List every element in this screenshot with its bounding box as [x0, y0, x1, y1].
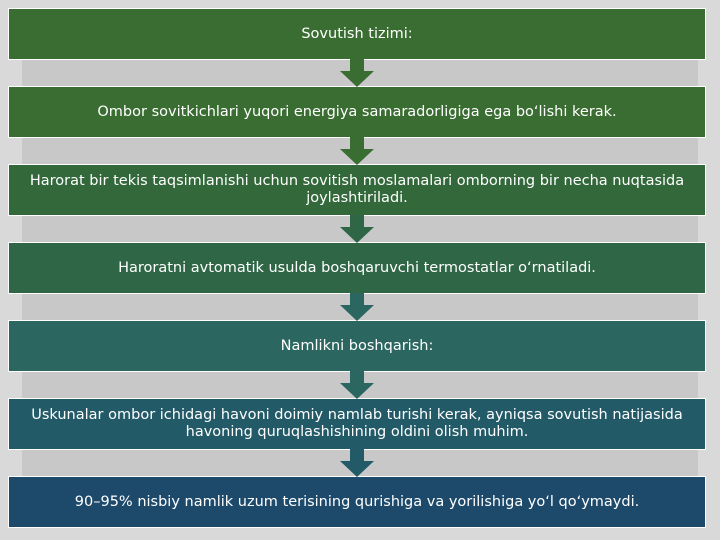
step-box-6: Uskunalar ombor ichidagi havoni doimiy n…: [8, 398, 706, 450]
step-box-1: Sovutish tizimi:: [8, 8, 706, 60]
step-box-3: Harorat bir tekis taqsimlanishi uchun so…: [8, 164, 706, 216]
step-text: 90–95% nisbiy namlik uzum terisining qur…: [74, 493, 640, 510]
step-box-7: 90–95% nisbiy namlik uzum terisining qur…: [8, 476, 706, 528]
step-text: Sovutish tizimi:: [301, 25, 413, 42]
step-box-5: Namlikni boshqarish:: [8, 320, 706, 372]
down-arrow-icon: [340, 215, 374, 243]
step-text: Namlikni boshqarish:: [280, 337, 434, 354]
step-box-2: Ombor sovitkichlari yuqori energiya sama…: [8, 86, 706, 138]
step-box-4: Haroratni avtomatik usulda boshqaruvchi …: [8, 242, 706, 294]
step-text: Harorat bir tekis taqsimlanishi uchun so…: [29, 173, 685, 206]
step-text: Ombor sovitkichlari yuqori energiya sama…: [97, 103, 617, 120]
step-text: Uskunalar ombor ichidagi havoni doimiy n…: [31, 407, 683, 440]
step-text: Haroratni avtomatik usulda boshqaruvchi …: [118, 259, 596, 276]
down-arrow-icon: [340, 371, 374, 399]
down-arrow-icon: [340, 293, 374, 321]
down-arrow-icon: [340, 449, 374, 477]
down-arrow-icon: [340, 59, 374, 87]
down-arrow-icon: [340, 137, 374, 165]
